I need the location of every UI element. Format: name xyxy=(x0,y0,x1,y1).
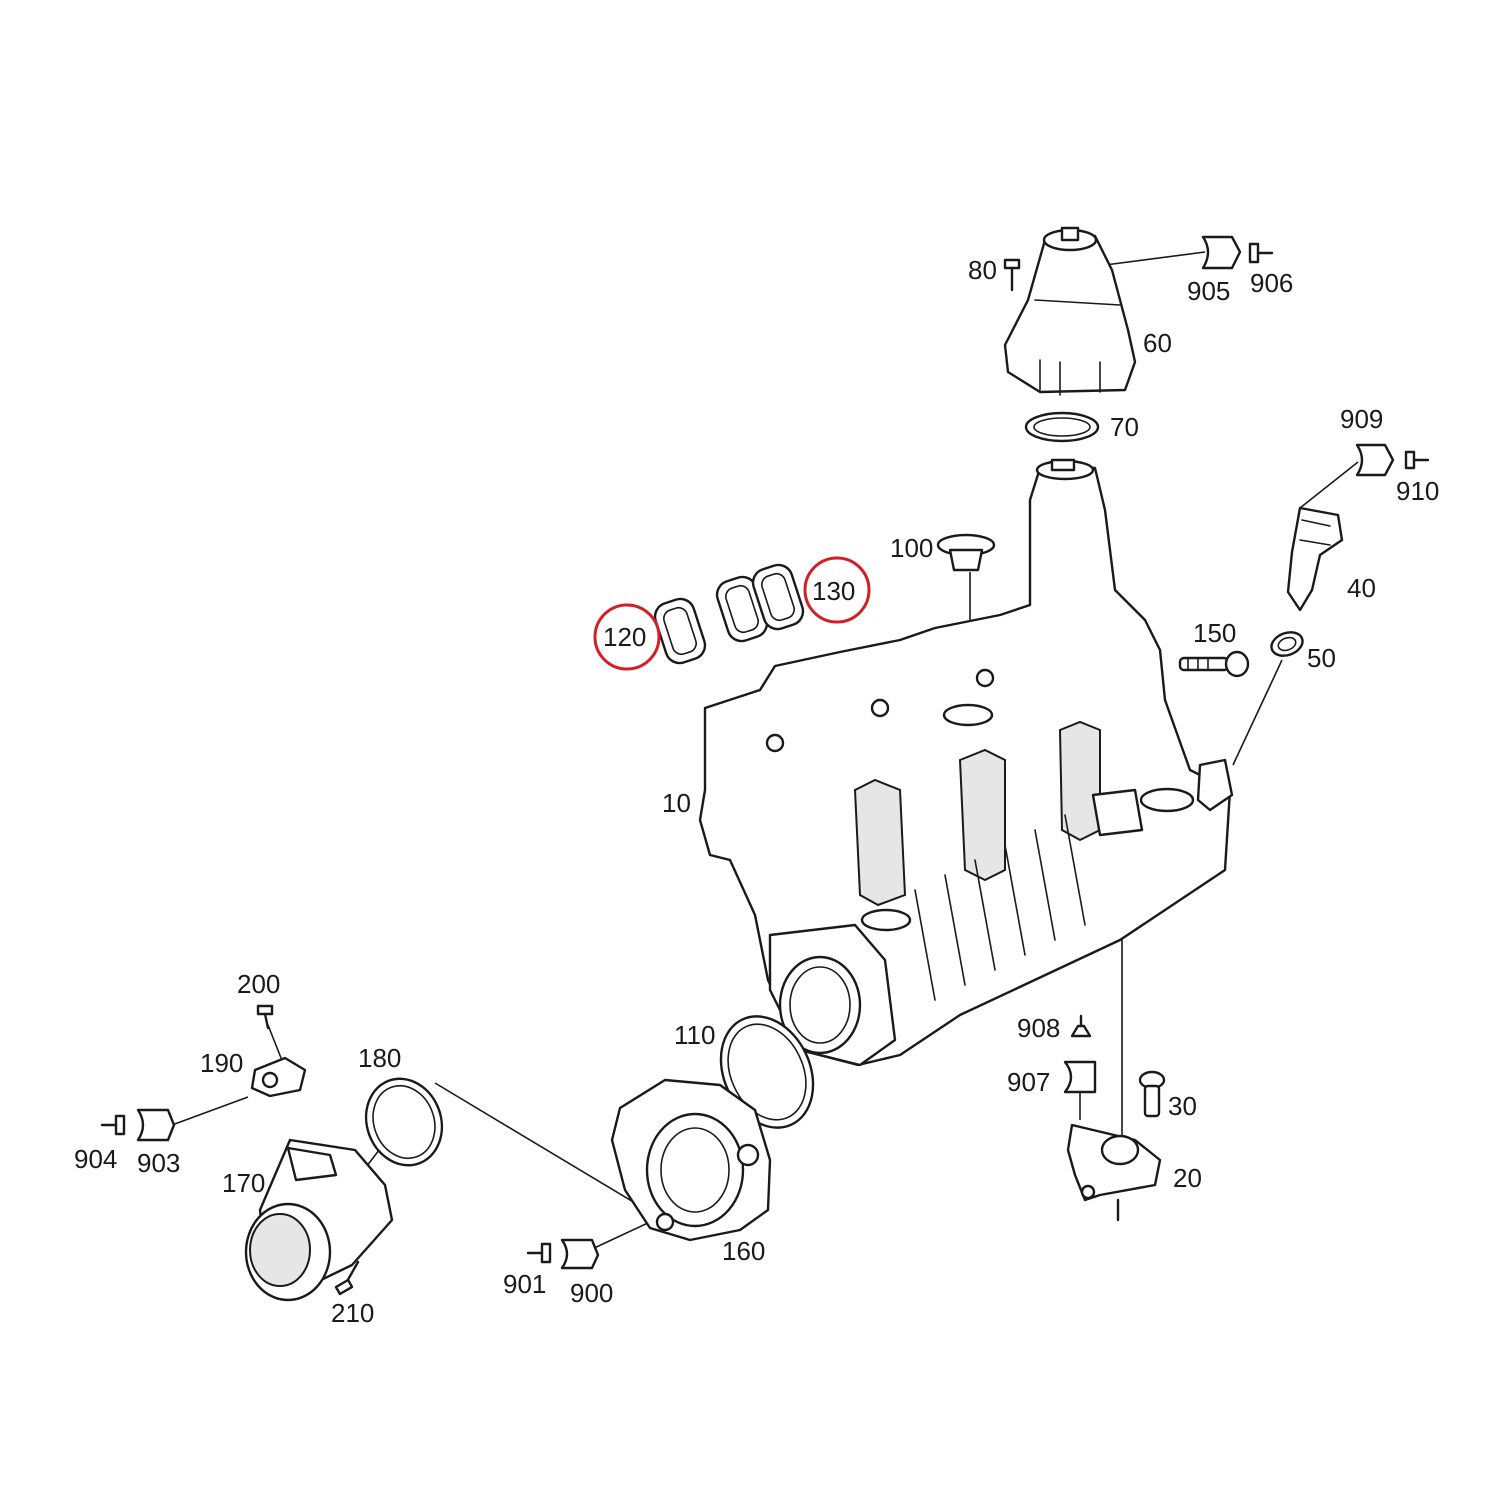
part-160-throttle-body xyxy=(610,1078,772,1242)
connector-907 xyxy=(1063,1060,1097,1094)
part-170-valve xyxy=(244,1138,394,1302)
pin-908 xyxy=(1070,1014,1092,1038)
part-150-bolt xyxy=(1178,650,1250,678)
highlight-ring-120 xyxy=(593,603,661,671)
callout-906: 906 xyxy=(1250,268,1293,298)
callout-904: 904 xyxy=(74,1144,117,1174)
callout-60: 60 xyxy=(1143,328,1172,358)
callout-905: 905 xyxy=(1187,276,1230,306)
connector-900 xyxy=(560,1238,600,1270)
connector-905 xyxy=(1201,235,1242,270)
pin-904 xyxy=(100,1114,126,1136)
connector-903 xyxy=(136,1108,176,1142)
callout-190: 190 xyxy=(200,1048,243,1078)
callout-901: 901 xyxy=(503,1269,546,1299)
part-210-screw xyxy=(334,1260,360,1296)
callout-150: 150 xyxy=(1193,618,1236,648)
callout-130: 130 xyxy=(812,576,855,606)
part-20-sensor xyxy=(1066,1123,1162,1222)
part-100-plug xyxy=(936,533,996,572)
part-130-gasket xyxy=(715,563,805,643)
callout-160: 160 xyxy=(722,1236,765,1266)
callout-30: 30 xyxy=(1168,1091,1197,1121)
part-80-screw xyxy=(1003,258,1021,292)
part-30-bolt xyxy=(1138,1070,1166,1118)
part-50-seal xyxy=(1270,631,1304,657)
callout-170: 170 xyxy=(222,1168,265,1198)
callout-40: 40 xyxy=(1347,573,1376,603)
callout-120: 120 xyxy=(603,622,646,652)
callout-180: 180 xyxy=(358,1043,401,1073)
callout-907: 907 xyxy=(1007,1067,1050,1097)
callout-900: 900 xyxy=(570,1278,613,1308)
callout-910: 910 xyxy=(1396,476,1439,506)
part-10-intake-manifold xyxy=(698,458,1234,1067)
part-180-o-ring xyxy=(364,1077,444,1167)
callout-210: 210 xyxy=(331,1298,374,1328)
callout-50: 50 xyxy=(1307,643,1336,673)
callout-labels: 10 20 30 40 50 60 70 80 100 110 120 130 … xyxy=(74,255,1439,1328)
part-70-o-ring xyxy=(1024,411,1100,443)
callout-20: 20 xyxy=(1173,1163,1202,1193)
callout-903: 903 xyxy=(137,1148,180,1178)
callout-909: 909 xyxy=(1340,404,1383,434)
part-60-upper-housing xyxy=(1003,226,1137,396)
callout-200: 200 xyxy=(237,969,280,999)
callout-10: 10 xyxy=(662,788,691,818)
pin-906 xyxy=(1248,242,1274,264)
callout-100: 100 xyxy=(890,533,933,563)
part-120-gasket xyxy=(653,597,707,665)
callout-110: 110 xyxy=(674,1020,715,1050)
pin-901 xyxy=(526,1242,552,1264)
highlight-ring-130 xyxy=(803,556,871,624)
pin-910 xyxy=(1404,450,1430,470)
connector-909 xyxy=(1355,443,1395,477)
part-190-sensor xyxy=(250,1056,307,1098)
callout-908: 908 xyxy=(1017,1013,1060,1043)
part-40-sensor xyxy=(1286,506,1344,612)
part-200-screw xyxy=(256,1004,274,1030)
callout-70: 70 xyxy=(1110,412,1139,442)
callout-80: 80 xyxy=(968,255,997,285)
